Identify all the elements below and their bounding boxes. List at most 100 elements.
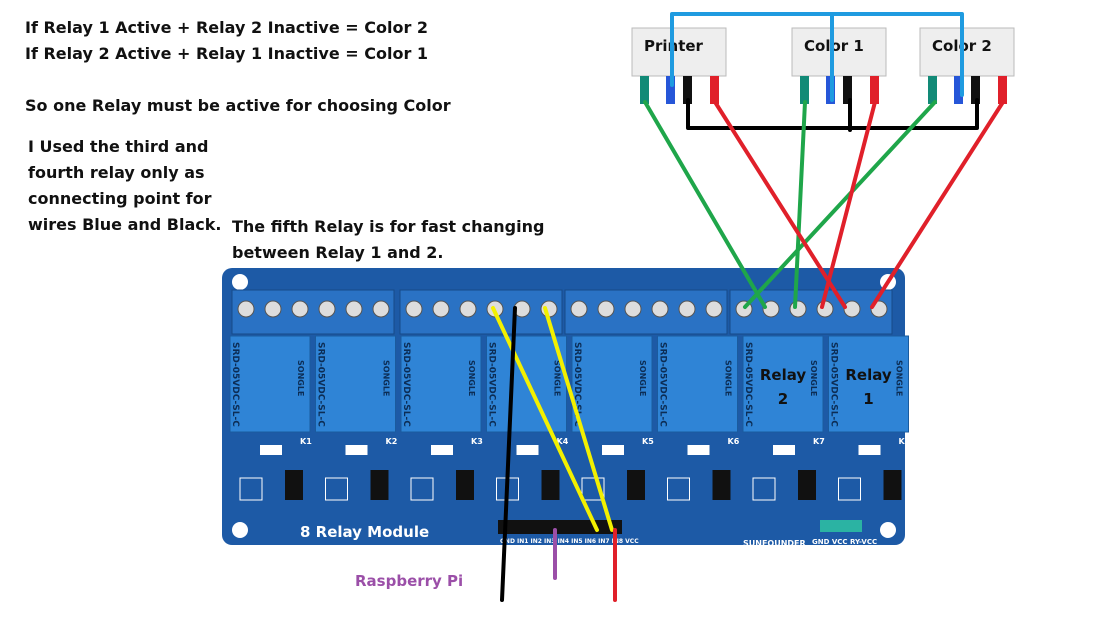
mount-hole: [880, 522, 896, 538]
terminal-block: [399, 289, 563, 335]
resistor-pad: [239, 477, 263, 501]
optocoupler: [627, 470, 645, 500]
relay-label: K7: [813, 437, 825, 446]
connector-wire-stub: [843, 76, 852, 104]
red-printer-wire: [713, 100, 847, 309]
jumper-label: GND VCC RY-VCC: [812, 538, 877, 546]
connector-wire-stub: [710, 76, 719, 104]
relay-8: SRD-05VDC-SL-C SONGLE: [828, 335, 909, 433]
note-one-relay: So one Relay must be active for choosing…: [25, 96, 451, 115]
blue-bridge-wire: [670, 12, 964, 97]
connector-wire-stub: [954, 76, 963, 104]
note-relay2-active: If Relay 2 Active + Relay 1 Inactive = C…: [25, 44, 429, 63]
black-gnd-wire: [500, 306, 517, 602]
diode: [345, 445, 368, 455]
relay-4: SRD-05VDC-SL-C SONGLE: [486, 335, 567, 433]
diode: [431, 445, 453, 455]
relay-brand-text: SONGLE: [638, 360, 647, 396]
relay-5: SRD-05VDC-SL-C SONGLE: [571, 335, 653, 433]
mount-hole: [232, 522, 248, 538]
relay-brand-text: SONGLE: [296, 360, 305, 396]
screw-terminal: [405, 300, 423, 318]
connector-wire-stub: [666, 76, 675, 104]
screw-terminal: [816, 300, 834, 318]
screw-terminal: [597, 300, 615, 318]
relay-brand-text: SONGLE: [724, 360, 733, 396]
terminal-block: [231, 289, 395, 335]
relay-label: K1: [300, 437, 312, 446]
relay-label: K5: [642, 437, 654, 446]
red-color1-wire: [820, 100, 877, 309]
optocoupler: [456, 470, 474, 500]
relay-model-text: SRD-05VDC-SL-C: [658, 342, 668, 427]
relay-brand-text: SONGLE: [895, 360, 904, 396]
relay-model-text: SRD-05VDC-SL-C: [487, 342, 497, 427]
relay-6: SRD-05VDC-SL-C SONGLE: [657, 335, 738, 433]
resistor-pad: [581, 477, 605, 501]
relay-model-text: SRD-05VDC-SL-C: [230, 342, 240, 427]
diode: [602, 445, 624, 455]
note-relay1-active: If Relay 1 Active + Relay 2 Inactive = C…: [25, 18, 429, 37]
resistor-pad: [410, 477, 434, 501]
board-title: 8 Relay Module: [300, 523, 429, 541]
green-printer-wire: [643, 100, 767, 309]
connector-wire-stub: [640, 76, 649, 104]
relay-body: [828, 335, 909, 433]
diode: [687, 445, 710, 455]
screw-terminal: [624, 300, 642, 318]
green-color2-wire: [743, 100, 937, 309]
relay-body: [315, 335, 396, 433]
raspberry-pi-label: Raspberry Pi: [355, 572, 464, 590]
connector-wire-stub: [971, 76, 980, 104]
relay-body: [229, 335, 311, 433]
note-third-fourth-relay: I Used the third and fourth relay only a…: [28, 137, 222, 234]
annotation-relay1: Relay: [845, 366, 892, 384]
relay-body: [742, 335, 824, 433]
screw-terminal: [678, 300, 696, 318]
relay-1: SRD-05VDC-SL-C SONGLE: [229, 335, 311, 433]
mount-hole: [232, 274, 248, 290]
relay-brand-text: SONGLE: [553, 360, 562, 396]
board-brand: SUNFOUNDER: [743, 539, 806, 548]
relay-body: [571, 335, 653, 433]
relay-body: [400, 335, 482, 433]
connector-color1: [791, 27, 887, 77]
resistor-pad: [325, 477, 348, 501]
screw-terminal: [843, 300, 861, 318]
jumper: [820, 520, 862, 532]
relay-label: K6: [728, 437, 740, 446]
resistor-pad: [667, 477, 690, 501]
connector-color2: [919, 27, 1015, 77]
screw-terminal: [264, 300, 282, 318]
diode: [516, 445, 539, 455]
relay-model-text: SRD-05VDC-SL-C: [572, 342, 582, 427]
pin-labels: GND IN1 IN2 IN3 IN4 IN5 IN6 IN7 IN8 VCC: [500, 538, 639, 545]
screw-terminal: [705, 300, 723, 318]
relay-model-text: SRD-05VDC-SL-C: [829, 342, 839, 427]
optocoupler: [370, 470, 389, 500]
black-bridge-wire: [686, 98, 979, 130]
red-color2-wire: [870, 100, 1005, 309]
screw-terminal: [345, 300, 363, 318]
optocoupler: [798, 470, 816, 500]
optocoupler: [883, 470, 902, 500]
yellow-in7-wire: [491, 306, 599, 532]
note-fifth-relay: The fifth Relay is for fast changing bet…: [232, 217, 545, 262]
diode: [773, 445, 795, 455]
screw-terminal: [570, 300, 588, 318]
pin-header: [498, 520, 622, 534]
screw-terminal: [432, 300, 450, 318]
relay-brand-text: SONGLE: [809, 360, 818, 396]
connector-wire-stub: [683, 76, 692, 104]
yellow-in8-wire: [543, 306, 614, 532]
screw-terminal: [762, 300, 780, 318]
annotation-relay2-number: 2: [778, 390, 788, 408]
diode: [858, 445, 881, 455]
connector-wire-stub: [870, 76, 879, 104]
resistor-pad: [752, 477, 776, 501]
relay-label: K4: [557, 437, 569, 446]
